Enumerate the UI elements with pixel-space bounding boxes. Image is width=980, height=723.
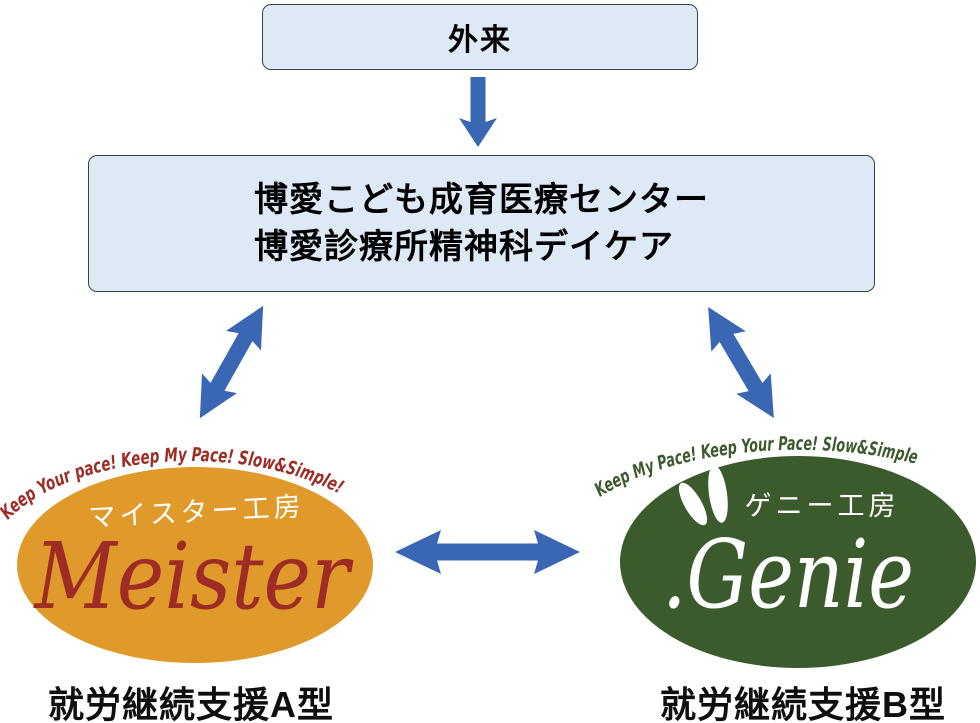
medical-center-line1: 博愛こども成育医療センター <box>254 180 709 219</box>
meister-brand-name: Meister <box>33 523 354 630</box>
horizontal-double-arrow-icon <box>395 530 580 574</box>
medical-center-label: 博愛こども成育医療センター 博愛診療所精神科デイケア <box>254 177 709 271</box>
outpatient-label: 外来 <box>448 24 512 57</box>
meister-ellipse <box>17 467 373 663</box>
medical-center-box: 博愛こども成育医療センター 博愛診療所精神科デイケア <box>88 155 875 292</box>
outpatient-box: 外来 <box>262 4 698 70</box>
down-arrow-icon <box>459 77 497 147</box>
genie-leaf-right-icon <box>708 465 728 523</box>
type-b-support-label: 就労継続支援B型 <box>660 684 946 723</box>
medical-center-line2: 博愛診療所精神科デイケア <box>254 227 674 266</box>
genie-workshop-name-jp: ゲニー工房 <box>745 491 900 521</box>
left-double-arrow-icon <box>199 305 264 419</box>
type-a-support-label: 就労継続支援A型 <box>48 684 334 723</box>
right-double-arrow-icon <box>708 306 774 419</box>
genie-brand-name: .Genie <box>662 520 914 630</box>
meister-logo: Keep Your pace! Keep My Pace! Slow&Simpl… <box>0 444 373 663</box>
genie-leaf-left-icon <box>678 482 708 526</box>
genie-ellipse <box>620 456 976 668</box>
genie-logo: Keep My Pace! Keep Your Pace! Slow&Simpl… <box>591 433 976 668</box>
